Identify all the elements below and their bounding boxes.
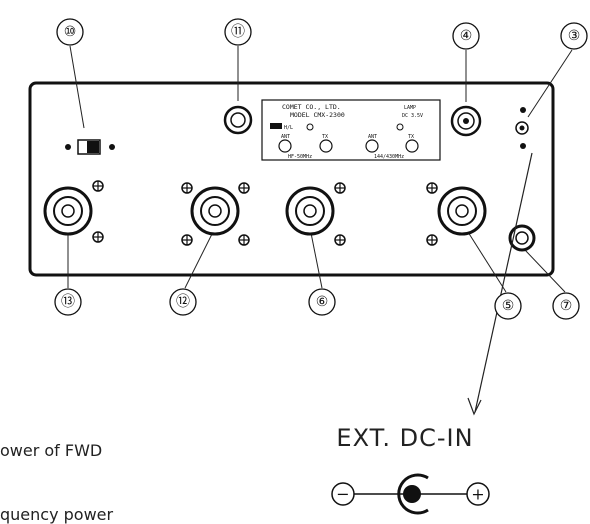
dc-in-title: EXT. DC-IN [336, 424, 474, 452]
screw-icon [426, 234, 438, 246]
plate-lamp: LAMP [404, 105, 416, 111]
screw-icon [334, 182, 346, 194]
plate-ant-b: ANT [368, 134, 377, 140]
socket-11-inner [230, 112, 246, 128]
screw-icon [92, 180, 104, 192]
leader-line-5 [467, 231, 507, 293]
callout-3: ③ [568, 28, 581, 44]
screw-icon [238, 182, 250, 194]
plate-tx-b: TX [408, 134, 414, 140]
callout-circle-13 [54, 288, 82, 316]
socket-4 [450, 105, 482, 137]
dc-in-arrow [467, 152, 533, 416]
callout-13: ⑬ [61, 294, 75, 310]
callouts: ⑩ ⑪ ④ ③ ⑬ ⑫ ⑥ ⑤ ⑦ [54, 18, 588, 320]
leader-lines [67, 45, 573, 293]
callout-circle-7 [552, 292, 580, 320]
connector-13-pin [61, 204, 75, 218]
connector-12-pin [208, 204, 222, 218]
plate-tx-b-socket [405, 139, 419, 153]
minus-circle [331, 482, 355, 506]
lamp-screw-bottom [520, 143, 526, 149]
lamp-jack-pin [519, 125, 525, 131]
plate-led-a [306, 123, 314, 131]
callout-6: ⑥ [316, 294, 329, 310]
switch-screw-right [109, 144, 115, 150]
plate-model: MODEL CMX-2300 [290, 111, 345, 119]
connector-5 [437, 186, 487, 236]
plate-tx-a-socket [319, 139, 333, 153]
plate-ant-b-socket [365, 139, 379, 153]
screw-icon [92, 231, 104, 243]
plate-band-a: HF-50MHz [288, 154, 312, 160]
leader-line-12 [184, 227, 216, 289]
screw-icon [181, 182, 193, 194]
plate-mode-switch [270, 123, 282, 129]
callout-7: ⑦ [560, 298, 573, 314]
connector-12 [190, 186, 240, 236]
plate-band-b: 144/430MHz [374, 154, 404, 160]
connector-13 [43, 186, 93, 236]
lamp-jack [515, 107, 529, 149]
callout-circle-3 [560, 22, 588, 50]
plate-tx-a: TX [322, 134, 328, 140]
connectors [43, 186, 487, 236]
lamp-screw-top [520, 107, 526, 113]
arrow-head-icon [467, 397, 482, 416]
callout-4: ④ [460, 28, 473, 44]
plus-sign: + [471, 485, 484, 504]
mounting-screws [92, 180, 438, 246]
minus-sign: − [336, 485, 349, 504]
connector-6 [285, 186, 335, 236]
plate-ant-a: ANT [281, 134, 290, 140]
power-switch [65, 139, 115, 155]
screw-icon [181, 234, 193, 246]
callout-circle-12 [169, 288, 197, 316]
screw-icon [334, 234, 346, 246]
plate-lamp-spec: DC 3.5V [402, 113, 423, 119]
dc-sleeve-arc [397, 473, 429, 515]
dc-jack-inner [515, 231, 529, 245]
name-plate: COMET CO., LTD. MODEL CMX-2300 LAMP DC 3… [261, 99, 441, 161]
leader-line-7 [524, 249, 566, 293]
callout-10: ⑩ [64, 24, 77, 40]
dc-jack [508, 224, 536, 252]
name-plate-border [261, 99, 441, 161]
plate-led-b [396, 123, 404, 131]
callout-11: ⑪ [231, 24, 245, 40]
leader-line-10 [69, 45, 85, 129]
callout-circle-4 [452, 22, 480, 50]
switch-screw-left [65, 144, 71, 150]
callout-circle-6 [308, 288, 336, 316]
text-fragment-fwd: ower of FWD [0, 441, 103, 460]
switch-toggle [87, 141, 99, 153]
plate-ant-a-socket [278, 139, 292, 153]
dc-center-pin [403, 485, 421, 503]
screw-icon [238, 234, 250, 246]
text-fragment-freq: quency power [0, 505, 114, 524]
plate-mode: H/L [284, 125, 293, 131]
dc-in-arrow-line [474, 152, 533, 413]
socket-11 [223, 105, 253, 135]
callout-5: ⑤ [502, 298, 515, 314]
socket-4-pin [463, 118, 469, 124]
callout-circle-11 [224, 18, 252, 46]
leader-line-3 [527, 49, 573, 118]
plate-company: COMET CO., LTD. [282, 103, 341, 111]
dc-polarity-symbol: − + [331, 473, 490, 515]
screw-icon [426, 182, 438, 194]
connector-6-pin [303, 204, 317, 218]
plus-circle [466, 482, 490, 506]
connector-5-pin [455, 204, 469, 218]
callout-circle-10 [56, 18, 84, 46]
callout-circle-5 [494, 292, 522, 320]
leader-line-6 [309, 227, 323, 289]
callout-12: ⑫ [176, 294, 190, 310]
